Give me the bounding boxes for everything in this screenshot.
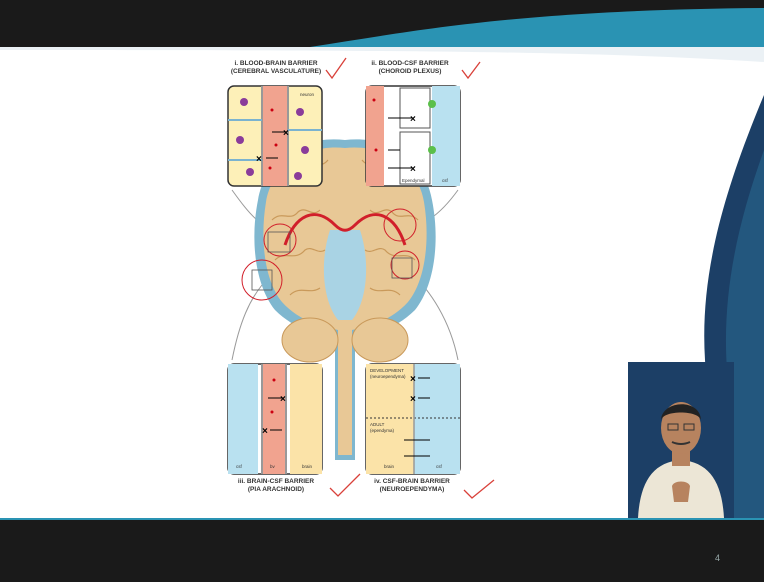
check-mark-2 — [462, 62, 480, 78]
panel-2-title-line1: ii. BLOOD-CSF BARRIER — [360, 60, 460, 68]
slide-number: 4 — [715, 553, 720, 563]
svg-text:×: × — [262, 426, 268, 437]
panel-4-illustration: × × — [366, 364, 460, 474]
panel-4-dev-line1: DEVELOPMENT — [370, 368, 404, 373]
panel-1-title-line1: i. BLOOD-BRAIN BARRIER — [226, 60, 326, 68]
panel-4-dev-line2: (neuroependyma) — [370, 374, 406, 379]
svg-text:×: × — [410, 164, 416, 175]
presenter-video — [628, 362, 734, 518]
panel-4-title-line1: iv. CSF-BRAIN BARRIER — [362, 478, 462, 486]
panel-4-tag-b: csf — [436, 464, 442, 469]
panel-1-title-line2: (CEREBRAL VASCULATURE) — [226, 68, 326, 76]
svg-text:×: × — [410, 114, 416, 125]
panel-3-title-line2: (PIA ARACHNOID) — [226, 486, 326, 494]
panel-2-illustration: × × — [366, 86, 460, 186]
check-mark-3 — [330, 474, 360, 496]
check-mark-4 — [464, 480, 494, 498]
panel-2-title: ii. BLOOD-CSF BARRIER (CHOROID PLEXUS) — [360, 60, 460, 76]
svg-text:×: × — [410, 374, 416, 385]
svg-text:×: × — [283, 128, 289, 139]
panel-1-tag: neuron — [300, 92, 314, 97]
panel-4-adult-line2: (ependyma) — [370, 428, 394, 433]
panel-2-title-line2: (CHOROID PLEXUS) — [360, 68, 460, 76]
panel-3-title-line1: iii. BRAIN-CSF BARRIER — [226, 478, 326, 486]
bottom-bar — [0, 520, 764, 582]
panel-3-tag-c: bv — [270, 464, 275, 469]
panel-4-title: iv. CSF-BRAIN BARRIER (NEUROEPENDYMA) — [362, 478, 462, 494]
panel-3-illustration: × × — [228, 364, 322, 474]
panel-1-title: i. BLOOD-BRAIN BARRIER (CEREBRAL VASCULA… — [226, 60, 326, 76]
panel-4-title-line2: (NEUROEPENDYMA) — [362, 486, 462, 494]
svg-text:×: × — [280, 394, 286, 405]
panel-2-tag-b: csf — [442, 178, 448, 183]
panel-4-adult-line1: ADULT — [370, 422, 384, 427]
panel-3-tag-a: csf — [236, 464, 242, 469]
panel-1-illustration: × × — [228, 86, 322, 186]
panel-3-title: iii. BRAIN-CSF BARRIER (PIA ARACHNOID) — [226, 478, 326, 494]
check-mark-1 — [326, 58, 346, 78]
panel-2-tag-a: Ependymal — [402, 178, 425, 183]
panel-4-tag-a: brain — [384, 464, 394, 469]
top-swoosh — [310, 8, 764, 47]
svg-text:×: × — [256, 154, 262, 165]
panel-3-tag-b: brain — [302, 464, 312, 469]
svg-text:×: × — [410, 394, 416, 405]
